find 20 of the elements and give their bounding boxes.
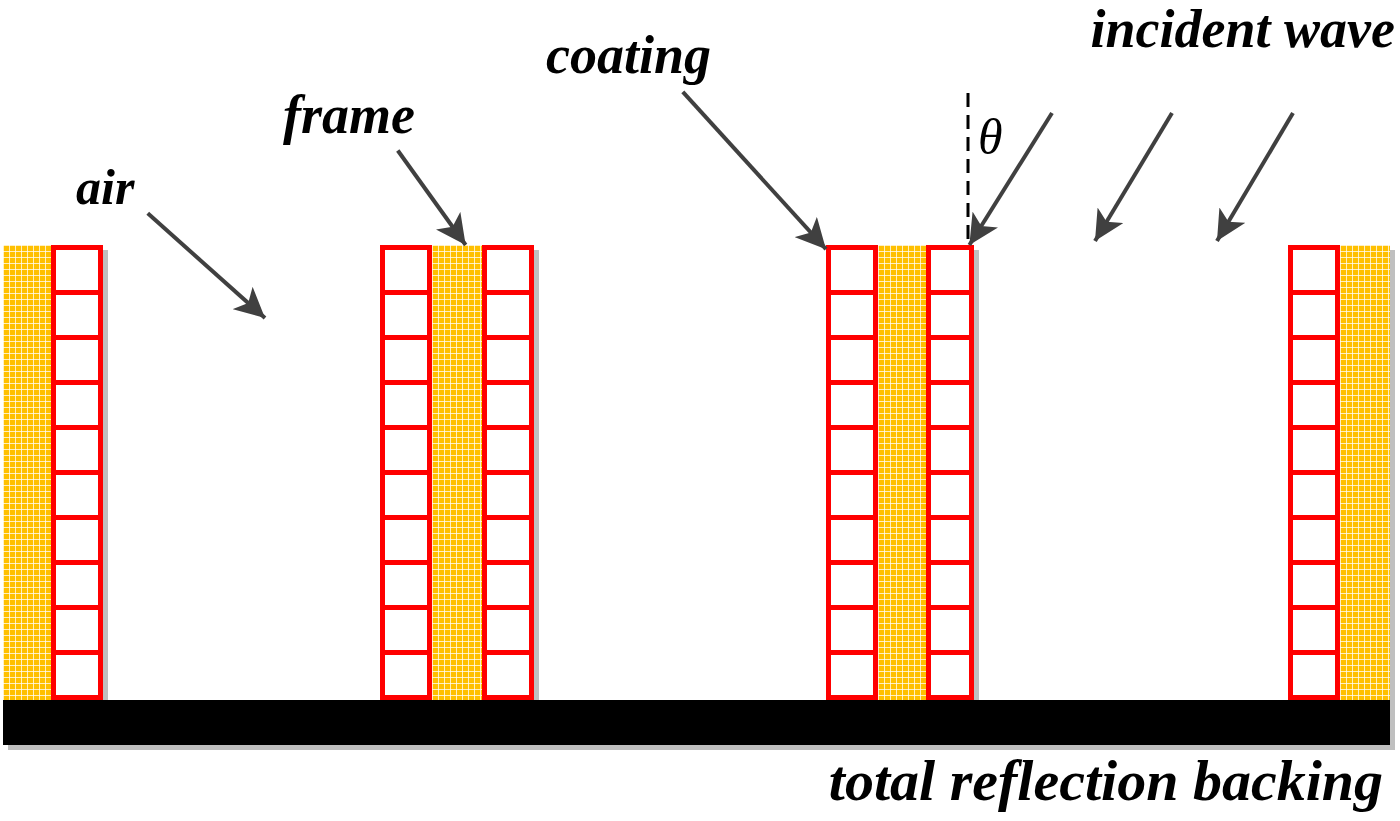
angle-label: θ bbox=[978, 112, 1003, 162]
frame-layer bbox=[878, 245, 928, 700]
leader-arrow bbox=[967, 111, 1054, 247]
callout-label: incident wave bbox=[970, 2, 1395, 52]
coating-layer bbox=[1288, 245, 1340, 700]
leader-arrow bbox=[146, 211, 267, 320]
frame-layer bbox=[432, 245, 482, 700]
coating-layer bbox=[482, 245, 534, 700]
frame-layer bbox=[3, 245, 51, 700]
callout-label: frame bbox=[283, 88, 463, 144]
coating-layer bbox=[51, 245, 103, 700]
callout-label: air bbox=[76, 162, 156, 208]
coating-layer bbox=[380, 245, 432, 700]
leader-arrow bbox=[396, 149, 468, 247]
callout-label: coating bbox=[546, 28, 756, 86]
frame-layer bbox=[1340, 245, 1390, 700]
coating-layer bbox=[826, 245, 878, 700]
backing-label: total reflection backing bbox=[827, 752, 1383, 815]
leader-arrow bbox=[681, 90, 828, 251]
coating-layer bbox=[926, 245, 974, 700]
